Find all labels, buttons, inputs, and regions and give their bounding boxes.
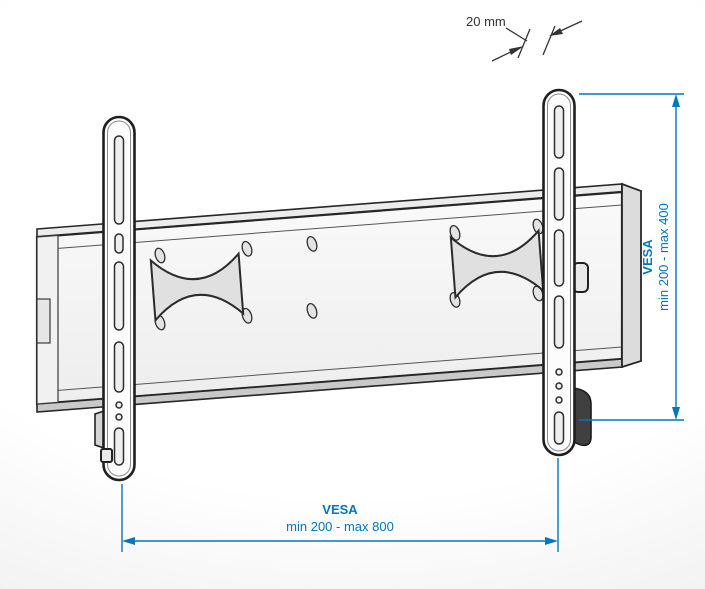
- vesa-vertical-range: min 200 - max 400: [656, 203, 671, 311]
- plate-hole: [154, 247, 166, 264]
- depth-arrowhead-left: [509, 46, 524, 55]
- plate-left-notch: [36, 298, 51, 344]
- vesa-horizontal-arrowhead-left: [122, 537, 135, 545]
- mounting-hole: [555, 382, 563, 390]
- depth-leader-line: [505, 27, 528, 42]
- vesa-horizontal-arrowhead-right: [545, 537, 558, 545]
- vesa-horizontal-title: VESA: [322, 502, 358, 517]
- plate-hole: [241, 307, 253, 324]
- plate-hole: [449, 224, 461, 241]
- depth-tick-right: [542, 25, 556, 56]
- mounting-slot: [553, 167, 565, 221]
- mounting-slot: [113, 261, 125, 331]
- vesa-vertical-arrowhead-down: [672, 407, 680, 420]
- right-bracket-inner-outline: [547, 93, 571, 452]
- mounting-slot: [113, 341, 125, 393]
- plate-hole: [306, 235, 318, 252]
- left-bracket-inner-outline: [107, 120, 131, 477]
- mounting-slot: [553, 105, 565, 159]
- right-bracket-hook: [572, 387, 592, 447]
- mounting-slot: [113, 135, 125, 225]
- depth-dimension: 20 mm: [466, 14, 583, 62]
- plate-hole: [241, 240, 253, 257]
- vesa-vertical-arrowhead-up: [672, 94, 680, 107]
- mounting-hole: [555, 396, 563, 404]
- vesa-horizontal-range: min 200 - max 800: [286, 519, 394, 534]
- mounting-hole: [555, 368, 563, 376]
- mounting-slot: [553, 411, 565, 445]
- mounting-slot: [553, 229, 565, 287]
- depth-arrowhead-right: [549, 28, 563, 36]
- wall-plate: [35, 182, 642, 413]
- mounting-slot: [113, 427, 125, 466]
- plate-hole: [306, 302, 318, 319]
- plate-right-endcap: [621, 182, 642, 369]
- vesa-vertical-dimension: VESA min 200 - max 400: [579, 93, 684, 421]
- mounting-slot: [553, 295, 565, 349]
- mounting-hole: [115, 413, 123, 421]
- left-bracket: [94, 115, 136, 482]
- right-bracket: [542, 88, 592, 457]
- butterfly-cutout-left: [149, 251, 245, 323]
- mounting-slot: [114, 233, 124, 254]
- vesa-vertical-title: VESA: [640, 239, 655, 275]
- left-bracket-lower-tab: [100, 448, 113, 463]
- depth-tick-left: [517, 28, 531, 59]
- depth-label: 20 mm: [466, 14, 506, 29]
- mounting-hole: [115, 401, 123, 409]
- vesa-horizontal-dimension: VESA min 200 - max 800: [121, 458, 559, 552]
